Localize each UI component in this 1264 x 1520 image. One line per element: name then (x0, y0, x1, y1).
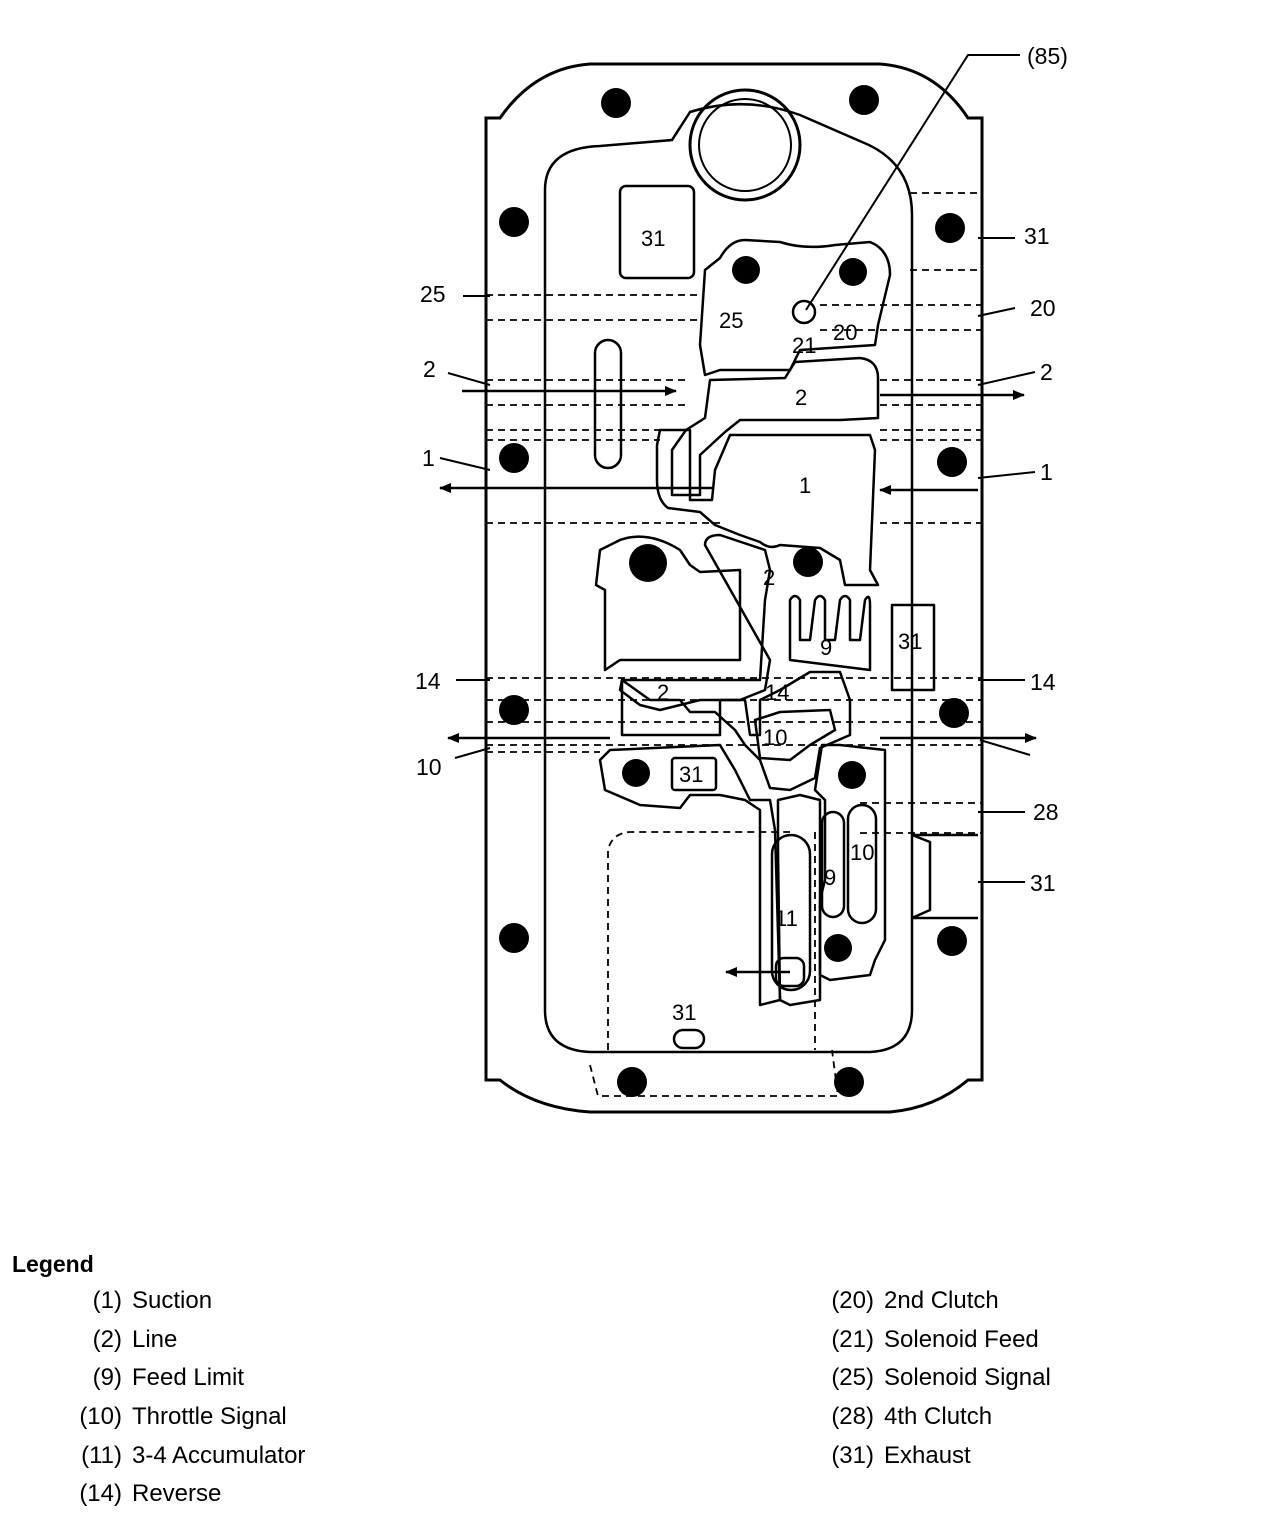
legend-item: (31) Exhaust (812, 1436, 1051, 1475)
legend-number: (20) (831, 1287, 874, 1315)
legend-right-column: (20) 2nd Clutch (21) Solenoid Feed (25) Sol… (812, 1282, 1051, 1475)
legend-item: (10) Throttle Signal (60, 1398, 305, 1437)
callout-right-14: 14 (1030, 669, 1056, 695)
legend-number: (10) (79, 1403, 122, 1431)
passage-solenoid-feed: 21 (792, 333, 816, 358)
filter-bore (688, 88, 802, 202)
legend-label: Solenoid Signal (884, 1364, 1051, 1392)
callout-right-31-top: 31 (1024, 223, 1050, 249)
passage-second-clutch: 20 (833, 320, 857, 345)
legend-title: Legend (12, 1251, 94, 1277)
passage-line-center: 2 (763, 565, 775, 590)
legend-number: (25) (831, 1364, 874, 1392)
passage-line-top: 2 (795, 385, 807, 410)
legend-number: (14) (79, 1480, 122, 1508)
passage-labels: 31 25 21 20 2 1 2 9 31 2 14 10 31 9 10 1… (641, 226, 922, 1025)
callout-85: (85) (1027, 43, 1068, 69)
callout-right-2: 2 (1040, 359, 1053, 385)
passage-feed-limit-lower: 9 (824, 865, 836, 890)
legend-number: (31) (831, 1441, 874, 1469)
legend-number: (1) (92, 1287, 122, 1315)
legend-label: Solenoid Feed (884, 1325, 1039, 1353)
passage-exhaust-right: 31 (898, 629, 922, 654)
legend-item: (14) Reverse (60, 1475, 305, 1514)
bolt-holes (499, 85, 969, 1097)
legend-item: (25) Solenoid Signal (812, 1359, 1051, 1398)
legend-item: (21) Solenoid Feed (812, 1321, 1051, 1360)
passage-accumulator: 11 (775, 906, 798, 931)
flow-arrows (439, 386, 1037, 977)
legend-label: 3-4 Accumulator (132, 1441, 306, 1469)
legend-label: Feed Limit (132, 1364, 245, 1392)
legend-label: 2nd Clutch (884, 1287, 999, 1315)
callout-right-31-bottom: 31 (1030, 870, 1056, 896)
valve-body-spacer-plate-diagram: (85) 25 2 1 14 10 31 20 2 1 14 28 31 31 … (415, 43, 1068, 1114)
legend-item: (20) 2nd Clutch (812, 1282, 1051, 1321)
legend-number: (11) (81, 1441, 122, 1469)
plate-outline (484, 62, 984, 1114)
legend-label: 4th Clutch (884, 1403, 993, 1431)
callout-right-28: 28 (1033, 799, 1059, 825)
passage-feed-limit: 9 (820, 635, 832, 660)
passage-reverse: 14 (765, 680, 789, 705)
legend-left-column: (1) Suction (2) Line (9) Feed Limit (10) Thr… (60, 1282, 305, 1514)
passage-exhaust-top: 31 (641, 226, 665, 251)
filter-bore-inner (698, 98, 792, 192)
legend-number: (2) (92, 1325, 122, 1353)
leader-lines (439, 54, 1036, 883)
legend-number: (28) (831, 1403, 874, 1431)
legend-item: (1) Suction (60, 1282, 305, 1321)
callout-right-1: 1 (1040, 459, 1053, 485)
callout-left-2: 2 (423, 356, 436, 382)
callout-left-14: 14 (415, 668, 441, 694)
passage-solenoid-signal: 25 (719, 308, 743, 333)
passage-exhaust-lower: 31 (679, 762, 703, 787)
callout-left-10: 10 (416, 754, 442, 780)
callout-labels: (85) 25 2 1 14 10 31 20 2 1 14 28 31 (415, 43, 1068, 896)
legend-number: (21) (831, 1325, 874, 1353)
passage-suction: 1 (799, 473, 811, 498)
dashed-channel-lines (486, 192, 982, 1097)
legend-item: (9) Feed Limit (60, 1359, 305, 1398)
legend-label: Exhaust (884, 1441, 971, 1469)
passage-exhaust-bottom: 31 (672, 1000, 696, 1025)
legend-label: Throttle Signal (132, 1403, 287, 1431)
callout-left-1: 1 (422, 445, 435, 471)
passage-line-lower: 2 (657, 680, 669, 705)
legend-item: (2) Line (60, 1321, 305, 1360)
callout-right-20: 20 (1030, 295, 1056, 321)
passage-throttle-signal-lower: 10 (850, 840, 874, 865)
legend-number: (9) (92, 1364, 122, 1392)
legend-label: Reverse (132, 1480, 222, 1508)
passage-throttle-signal: 10 (763, 725, 787, 750)
passages (593, 184, 978, 1050)
legend-label: Line (132, 1325, 178, 1353)
legend-item: (28) 4th Clutch (812, 1398, 1051, 1437)
gasket-outline (543, 102, 914, 1054)
legend-label: Suction (132, 1287, 213, 1315)
callout-left-25: 25 (420, 281, 446, 307)
legend-item: (11) 3-4 Accumulator (60, 1436, 305, 1475)
